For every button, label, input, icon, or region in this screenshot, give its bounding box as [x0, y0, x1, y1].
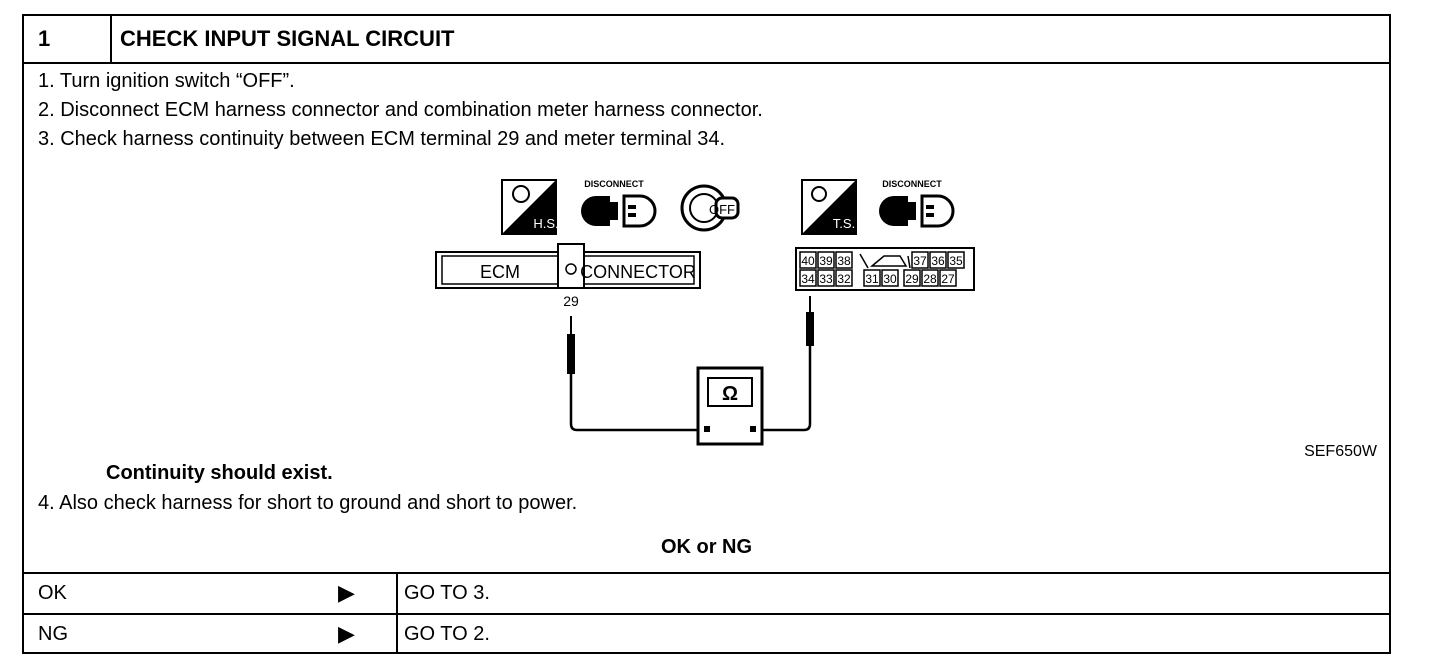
- result-action: GO TO 2.: [404, 623, 490, 645]
- ecm-terminal-label: 29: [563, 293, 579, 309]
- connector-label: CONNECTOR: [580, 262, 696, 282]
- terminal-number: 37: [913, 254, 927, 268]
- terminal-cell: [947, 251, 965, 269]
- instruction-4: 4. Also check harness for short to groun…: [38, 492, 578, 514]
- terminal-cell: [863, 269, 881, 287]
- terminal-number: 27: [941, 272, 955, 286]
- meter-connector: 40 39 38 37 36 35 34 33 32 31 30 29 28 27: [795, 247, 975, 291]
- off-label: OFF: [709, 202, 735, 217]
- hs-label: H.S.: [533, 216, 558, 231]
- terminal-number: 40: [801, 254, 815, 268]
- terminal-cell: [929, 251, 947, 269]
- result-action: GO TO 3.: [404, 582, 490, 604]
- terminal-number: 33: [819, 272, 833, 286]
- result-status: NG: [38, 623, 68, 645]
- terminal-cell: [903, 269, 921, 287]
- terminal-number: 38: [837, 254, 851, 268]
- terminal-cell: [911, 251, 929, 269]
- terminal-cell: [881, 269, 899, 287]
- terminal-number: 34: [801, 272, 815, 286]
- ok-ng-title: OK or NG: [660, 536, 753, 558]
- terminal-cell: [835, 251, 853, 269]
- terminal-cell: [835, 269, 853, 287]
- step-title: CHECK INPUT SIGNAL CIRCUIT: [120, 26, 455, 51]
- disconnect-label: DISCONNECT: [584, 179, 644, 189]
- disconnect-label: DISCONNECT: [882, 179, 942, 189]
- terminal-cell: [817, 251, 835, 269]
- terminal-number: 31: [865, 272, 879, 286]
- result-row-ng: NG ▶ GO TO 2.: [24, 613, 1389, 654]
- terminal-number: 39: [819, 254, 833, 268]
- terminal-number: 32: [837, 272, 851, 286]
- instruction-3: 3. Check harness continuity between ECM …: [38, 128, 726, 150]
- disconnect-icon: DISCONNECT: [581, 179, 657, 228]
- terminal-cell: [939, 269, 957, 287]
- procedure-table: 1 CHECK INPUT SIGNAL CIRCUIT 1. Turn ign…: [22, 14, 1391, 654]
- ecm-connector: ECM CONNECTOR 29: [435, 243, 701, 309]
- terminal-cell: [921, 269, 939, 287]
- ohm-symbol: Ω: [722, 383, 738, 405]
- harness-side-icon: H.S.: [501, 179, 559, 235]
- procedure-header: 1 CHECK INPUT SIGNAL CIRCUIT: [24, 16, 1389, 64]
- ecm-label: ECM: [480, 262, 520, 282]
- terminal-number: 30: [883, 272, 897, 286]
- instruction-2: 2. Disconnect ECM harness connector and …: [38, 99, 763, 121]
- terminal-cell: [817, 269, 835, 287]
- result-row-ok: OK ▶ GO TO 3.: [24, 572, 1389, 613]
- ignition-key-icon: OFF: [680, 184, 740, 232]
- ohmmeter: Ω: [696, 366, 764, 446]
- ts-label: T.S.: [833, 216, 855, 231]
- wiring-diagram: H.S. DISCONNECT OFF T.S. DISCONNECT: [435, 179, 1378, 460]
- terminal-side-icon: T.S.: [801, 179, 857, 235]
- terminal-cell: [799, 251, 817, 269]
- arrow-right-icon: ▶: [338, 621, 355, 646]
- disconnect-icon: DISCONNECT: [879, 179, 955, 228]
- test-leads: [567, 296, 814, 432]
- arrow-right-icon: ▶: [338, 580, 355, 605]
- terminal-number: 29: [905, 272, 919, 286]
- instruction-1: 1. Turn ignition switch “OFF”.: [38, 70, 295, 92]
- figure-id: SEF650W: [1304, 443, 1378, 460]
- result-status: OK: [38, 582, 67, 604]
- step-number: 1: [24, 16, 112, 62]
- terminal-cell: [799, 269, 817, 287]
- terminal-number: 28: [923, 272, 937, 286]
- terminal-number: 35: [949, 254, 963, 268]
- terminal-number: 36: [931, 254, 945, 268]
- continuity-note: Continuity should exist.: [106, 462, 333, 484]
